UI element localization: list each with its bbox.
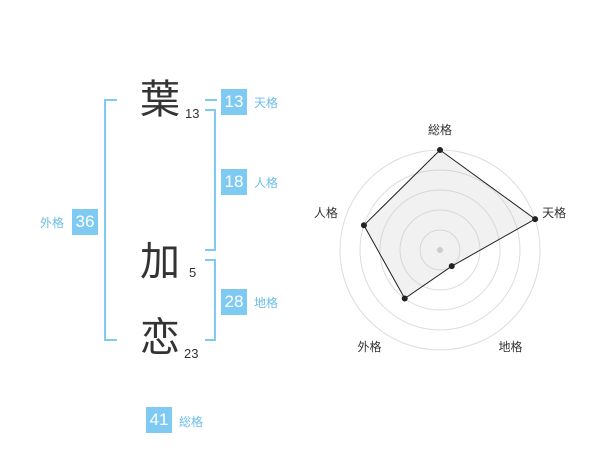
jinkaku-value: 18 bbox=[221, 169, 247, 195]
stroke-count-2: 5 bbox=[189, 265, 197, 280]
gaikaku-bracket bbox=[104, 99, 117, 341]
radar-center bbox=[437, 247, 443, 253]
radar-area bbox=[363, 149, 537, 300]
jinkaku-bracket bbox=[205, 109, 216, 251]
chikaku-bracket bbox=[205, 259, 216, 341]
radar-points bbox=[360, 147, 539, 302]
gaikaku-label: 外格 bbox=[40, 216, 65, 230]
radar-axis-label-1: 総格 bbox=[428, 122, 452, 137]
radar-point-4 bbox=[401, 295, 408, 302]
radar-ring bbox=[419, 229, 461, 271]
soukaku-value: 41 bbox=[146, 407, 172, 433]
radar-point-2 bbox=[532, 216, 539, 223]
soukaku-label: 総格 bbox=[179, 415, 204, 429]
stroke-count-1: 13 bbox=[185, 106, 200, 121]
gaikaku-value: 36 bbox=[72, 209, 98, 235]
radar-axis-label-2: 天格 bbox=[542, 205, 566, 220]
tenkaku-value: 13 bbox=[221, 89, 247, 115]
name-char-2: 加 bbox=[140, 239, 180, 285]
name-char-1: 葉 bbox=[140, 77, 180, 123]
radar-point-3 bbox=[448, 263, 455, 270]
stroke-count-3: 23 bbox=[184, 346, 199, 361]
radar-point-5 bbox=[360, 222, 367, 229]
radar-axis-label-5: 人格 bbox=[314, 205, 338, 220]
tenkaku-label: 天格 bbox=[254, 96, 279, 110]
chikaku-label: 地格 bbox=[254, 296, 279, 310]
name-char-3: 恋 bbox=[140, 315, 180, 361]
radar-ring bbox=[379, 189, 501, 311]
jinkaku-label: 人格 bbox=[254, 176, 279, 190]
radar-point-1 bbox=[437, 147, 443, 153]
radar-axis-label-3: 地格 bbox=[499, 339, 523, 354]
chikaku-value: 28 bbox=[221, 289, 247, 315]
radar-ring bbox=[359, 169, 521, 331]
radar-axis-label-4: 外格 bbox=[357, 339, 381, 354]
